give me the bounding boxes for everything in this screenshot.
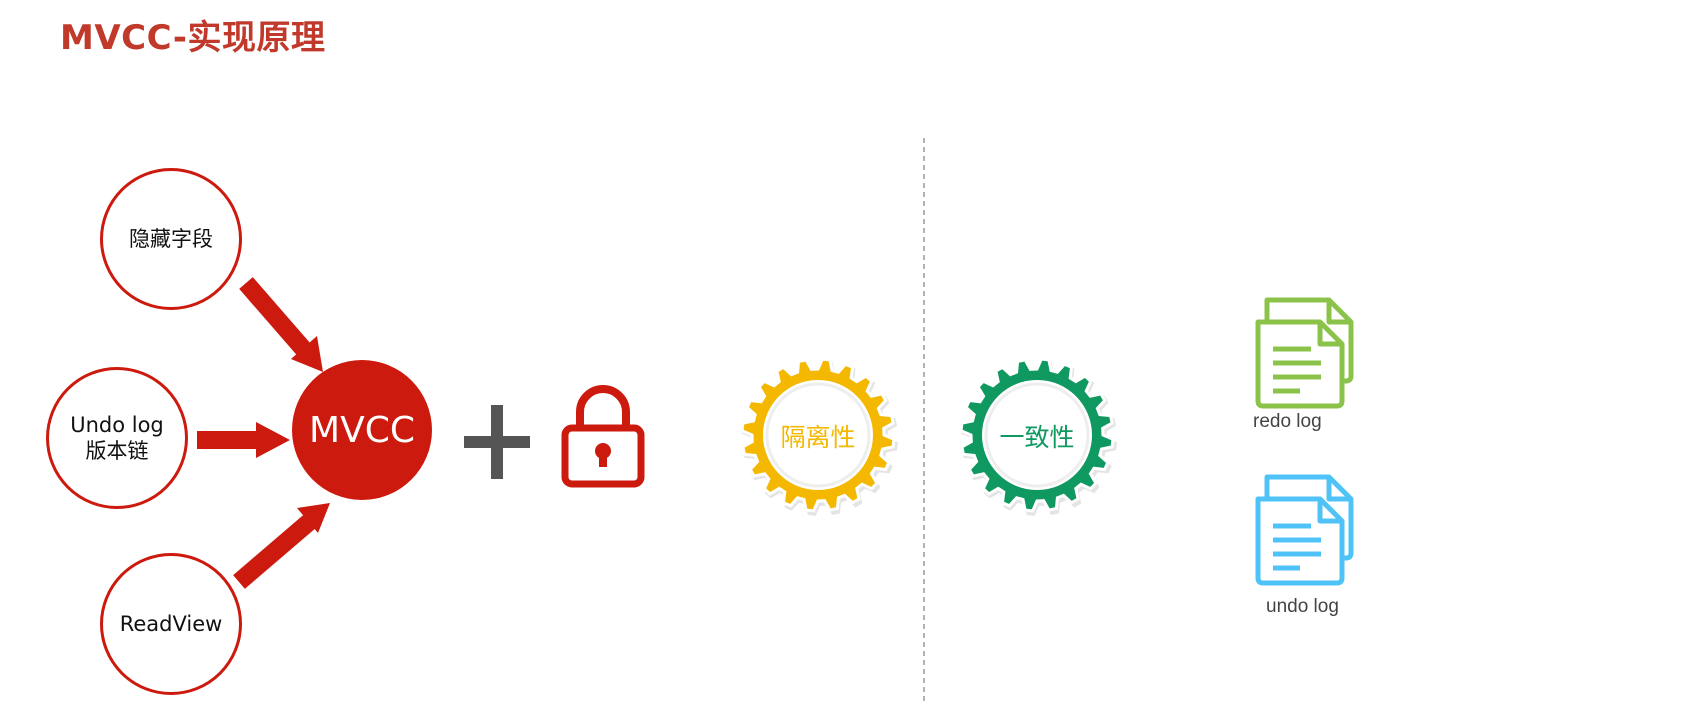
mvcc-core-circle: MVCC	[292, 360, 432, 500]
page-title: MVCC-实现原理	[60, 18, 326, 58]
read-view-circle: ReadView	[100, 553, 242, 695]
undo-log-label: Undo log	[70, 412, 164, 437]
lock-icon	[561, 385, 645, 488]
undo-log-label: undo log	[1266, 596, 1339, 617]
undo-log-chain-circle: Undo log 版本链	[46, 367, 188, 509]
mvcc-core-label: MVCC	[309, 409, 415, 451]
plus-icon	[464, 405, 530, 479]
redo-log-document-icon	[1255, 297, 1354, 409]
hidden-fields-circle: 隐藏字段	[100, 168, 242, 310]
undo-log-document-icon	[1255, 474, 1354, 586]
redo-log-label: redo log	[1253, 411, 1322, 432]
arrow-hidden-fields-to-mvcc	[239, 277, 323, 372]
hidden-fields-label: 隐藏字段	[129, 226, 213, 251]
isolation-gear-icon	[740, 357, 898, 516]
arrow-read-view-to-mvcc	[233, 503, 330, 589]
consistency-gear-icon	[959, 357, 1117, 516]
consistency-label: 一致性	[999, 423, 1075, 452]
version-chain-label: 版本链	[85, 439, 149, 463]
read-view-label: ReadView	[119, 611, 223, 636]
isolation-label: 隔离性	[780, 423, 856, 452]
arrow-undo-log-to-mvcc	[197, 422, 290, 458]
